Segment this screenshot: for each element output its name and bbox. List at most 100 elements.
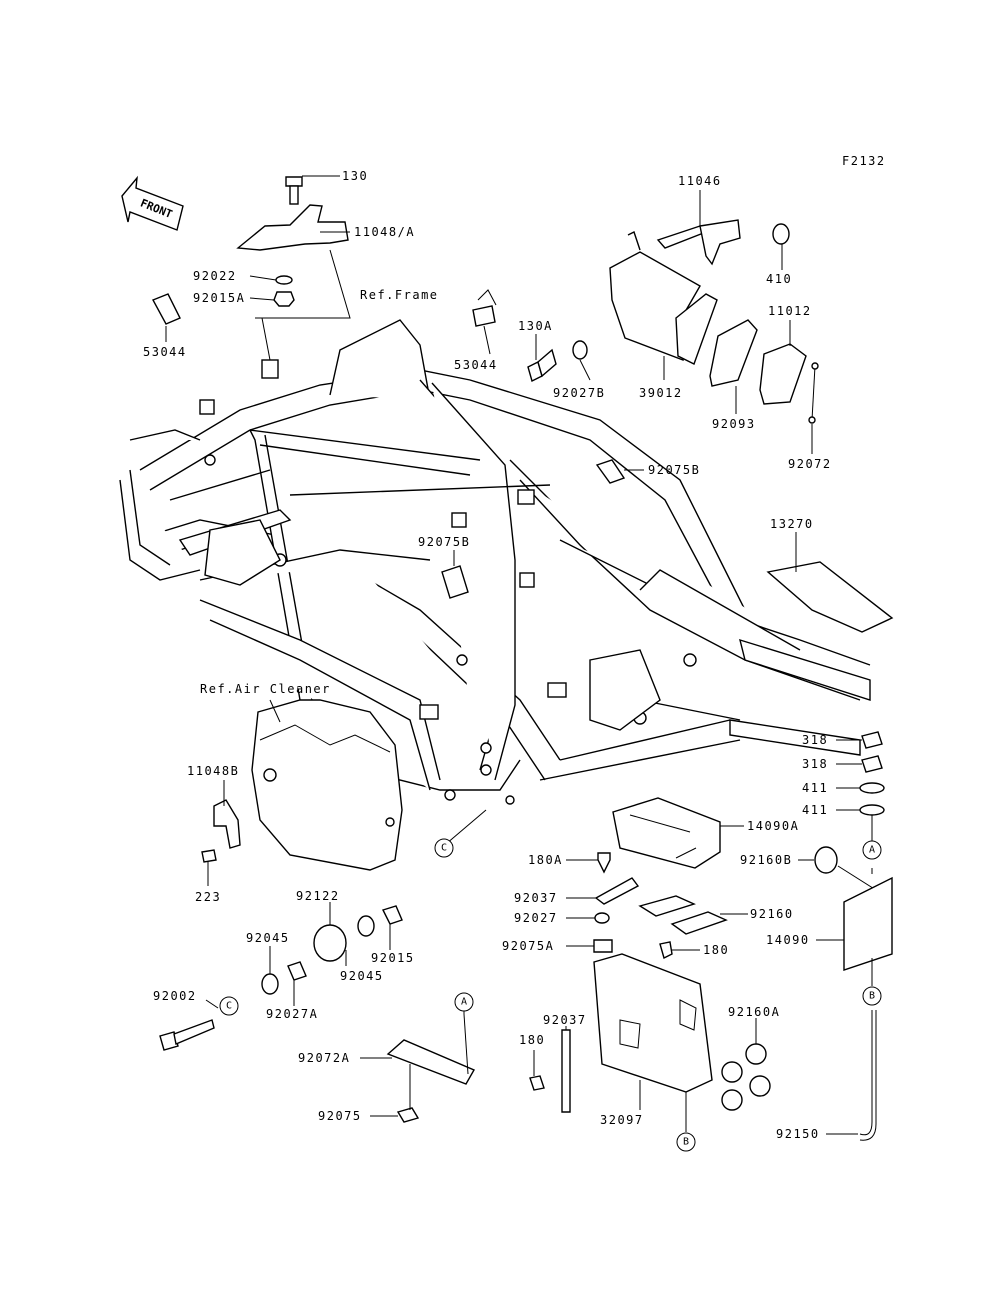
- part-label: 180: [703, 943, 729, 957]
- cap-53044-right: [472, 289, 497, 327]
- connector-c-bolt: C: [219, 996, 239, 1016]
- frame-drawing: [119, 319, 871, 805]
- strap-92037-upper: [594, 877, 640, 905]
- part-label: 53044: [454, 358, 498, 372]
- grommet-92075A: [593, 939, 613, 953]
- figure-code: F2132: [842, 154, 886, 168]
- part-label: 32097: [600, 1113, 644, 1127]
- part-label: 411: [802, 781, 828, 795]
- front-arrow-icon: FRONT: [121, 175, 184, 231]
- pad-92160A-1: [745, 1043, 767, 1065]
- part-label: 13270: [770, 517, 814, 531]
- pad-92160A-2: [721, 1061, 743, 1083]
- part-label: 11048B: [187, 764, 239, 778]
- part-label: 92072: [788, 457, 832, 471]
- case-39012: [609, 231, 718, 365]
- rod-92150: [859, 1010, 873, 1136]
- part-label: 92045: [246, 931, 290, 945]
- svg-text:B: B: [869, 991, 875, 1002]
- part-label: 92072A: [298, 1051, 350, 1065]
- connector-b-case: B: [676, 1132, 696, 1152]
- washer-92027: [594, 912, 610, 924]
- pad-92160A-4: [721, 1089, 743, 1111]
- bolt-130A: [527, 348, 557, 383]
- strap-92037-lower: [561, 1029, 571, 1113]
- part-label: 92075B: [648, 463, 700, 477]
- part-label: 92022: [193, 269, 237, 283]
- part-label: 11012: [768, 304, 812, 318]
- mount-bolt-92002: [159, 1019, 215, 1051]
- svg-text:C: C: [441, 843, 447, 854]
- washer-92027B: [572, 340, 588, 360]
- connector-a-bracket: A: [454, 992, 474, 1012]
- bracket-14090: [843, 876, 893, 971]
- part-label: 92160A: [728, 1005, 780, 1019]
- part-labels: 130 11048/A 92022 92015A 53044 53044 130…: [143, 169, 832, 1141]
- cap-53044-left: [152, 293, 181, 325]
- bolt-180-right: [659, 941, 673, 960]
- washer-92022: [275, 275, 293, 285]
- part-label: 39012: [639, 386, 683, 400]
- washer-92045-right: [357, 915, 375, 937]
- bolt-180A: [597, 852, 611, 874]
- part-label: 92075B: [418, 535, 470, 549]
- part-label: 92027A: [266, 1007, 318, 1021]
- screw-223: [201, 849, 217, 863]
- nut-318-upper: [861, 731, 883, 749]
- ref-air-cleaner-label: Ref.Air Cleaner: [200, 682, 331, 696]
- bolt-180-lower: [529, 1075, 545, 1091]
- rubber-92160B: [814, 846, 838, 874]
- part-label: 92015A: [193, 291, 245, 305]
- plate-13270: [766, 561, 894, 633]
- bracket-11046: [656, 219, 741, 266]
- part-label: 92037: [514, 891, 558, 905]
- part-label: 92160: [750, 907, 794, 921]
- cover-11012: [759, 343, 807, 405]
- part-label: 11048/A: [354, 225, 415, 239]
- part-label: 180: [519, 1033, 545, 1047]
- part-label: 318: [802, 757, 828, 771]
- pad-92160A-3: [749, 1075, 771, 1097]
- connector-b-right: B: [862, 986, 882, 1006]
- air-cleaner-housing: [251, 699, 403, 871]
- pad-92160-a: [638, 895, 696, 917]
- part-label: 92015: [371, 951, 415, 965]
- nut-92015: [382, 905, 403, 925]
- gasket-92093: [709, 319, 758, 387]
- rubber-92122: [313, 924, 347, 962]
- part-label: 410: [766, 272, 792, 286]
- leader-lines: [165, 175, 862, 1135]
- part-label: 92027B: [553, 386, 605, 400]
- washer-411-upper: [859, 782, 885, 794]
- nut-318-lower: [861, 755, 883, 773]
- bushing-92075B-upper: [595, 459, 626, 484]
- part-label: 14090: [766, 933, 810, 947]
- bracket-11048A: [236, 204, 349, 251]
- connector-a-right: A: [862, 840, 882, 860]
- battery-14090A: [612, 797, 721, 869]
- part-label: 180A: [528, 853, 563, 867]
- bracket-92072A: [386, 1039, 475, 1085]
- nut-92015A: [273, 291, 295, 307]
- collar-92027A: [287, 961, 307, 981]
- part-label: 318: [802, 733, 828, 747]
- bushing-92075B-lower: [441, 565, 469, 599]
- part-label: 92075: [318, 1109, 362, 1123]
- part-label: 92122: [296, 889, 340, 903]
- part-label: 223: [195, 890, 221, 904]
- clamp-92075: [396, 1107, 420, 1123]
- svg-text:A: A: [461, 997, 467, 1008]
- part-label: 92160B: [740, 853, 792, 867]
- part-label: 130A: [518, 319, 553, 333]
- part-label: 92093: [712, 417, 756, 431]
- band-92072: [811, 365, 816, 421]
- part-label: 92045: [340, 969, 384, 983]
- part-label: 411: [802, 803, 828, 817]
- svg-text:A: A: [869, 845, 875, 856]
- battery-case-32097: [593, 953, 713, 1093]
- part-label: 14090A: [747, 819, 799, 833]
- bolt-130: [285, 176, 303, 205]
- part-label: 92027: [514, 911, 558, 925]
- washer-410: [772, 223, 790, 245]
